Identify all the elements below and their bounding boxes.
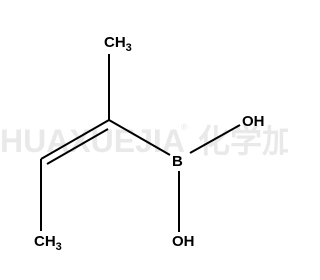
atom-label-upper-hydroxyl: OH (242, 113, 265, 130)
watermark-registered-mark: ® (181, 122, 188, 132)
bond-carbon-to-boron (108, 119, 171, 156)
structure-canvas: HUAXUEJIA ® 化学加 CH3 CH3 B OH OH (0, 34, 288, 253)
atom-labels: CH3 CH3 B OH OH (34, 34, 265, 253)
atom-label-top-methyl: CH3 (104, 34, 132, 54)
top-methyl-element: CH (104, 34, 126, 51)
bottom-methyl-subscript: 3 (56, 241, 62, 253)
bottom-methyl-element: CH (34, 233, 56, 250)
bond-double-outer (40, 119, 110, 160)
bonds (40, 54, 241, 232)
top-methyl-subscript: 3 (126, 42, 132, 54)
atom-label-bottom-methyl: CH3 (34, 233, 62, 253)
bond-boron-to-upper-hydroxyl (189, 124, 241, 154)
atom-label-lower-hydroxyl: OH (172, 233, 195, 250)
bond-double-inner (46, 128, 109, 165)
atom-label-boron: B (172, 153, 183, 170)
